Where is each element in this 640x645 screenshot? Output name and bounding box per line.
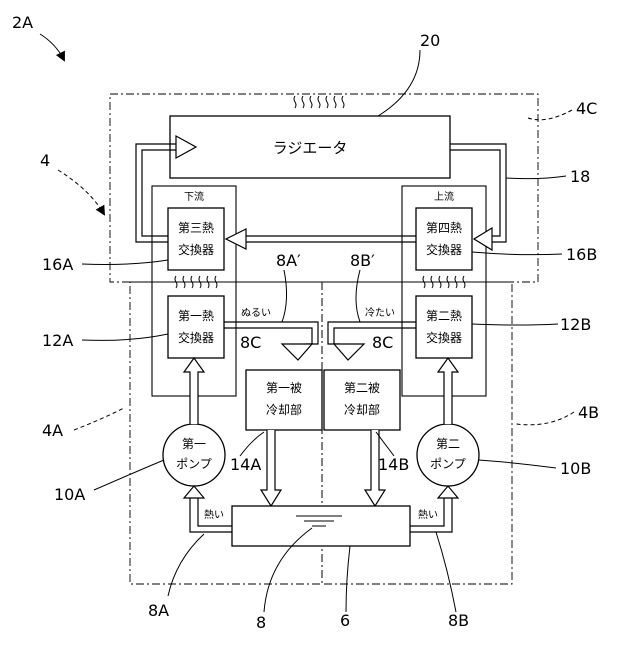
hx3-line2: 交換器: [178, 242, 214, 257]
ref-18: 18: [570, 167, 590, 186]
hx4-line1: 第四熱: [426, 221, 462, 235]
leader-20: [378, 50, 420, 116]
object1-line1: 第一被: [266, 381, 302, 395]
leader-18: [506, 176, 566, 179]
object1-line2: 冷却部: [266, 402, 302, 417]
ref-10A: 10A: [54, 485, 85, 504]
pump1-line2: ポンプ: [176, 457, 212, 471]
leader-4B: [516, 412, 574, 425]
arrow-pump2-to-hx2: [438, 358, 458, 424]
hx2-line2: 交換器: [426, 330, 462, 345]
hot-right-label: 熱い: [418, 508, 438, 521]
pump2-circle: [417, 424, 479, 486]
ref-8C-right: 8C: [372, 333, 393, 352]
ref-4C: 4C: [576, 99, 597, 118]
upstream-label: 上流: [434, 190, 454, 203]
leader-8A: [168, 534, 204, 596]
ref-8B: 8B: [448, 611, 469, 630]
hx2-box: [416, 296, 472, 358]
pump1-line1: 第一: [182, 437, 206, 451]
ref-6: 6: [340, 611, 350, 630]
ref-12A: 12A: [42, 331, 73, 350]
hot-left-label: 熱い: [204, 508, 224, 521]
hx4-line2: 交換器: [426, 242, 462, 257]
leader-16A: [82, 260, 168, 265]
leader-10B: [478, 460, 556, 468]
ref-8: 8: [256, 613, 266, 632]
arrow-8C-left: [282, 344, 312, 360]
hx3-box: [168, 208, 224, 270]
ref-10B: 10B: [560, 459, 591, 478]
leader-4C: [528, 110, 572, 120]
leader-12B: [472, 324, 558, 325]
ref-14A: 14A: [230, 455, 261, 474]
ref-8B-prime: 8B′: [350, 251, 375, 270]
line-8A-prime-inner: [224, 328, 312, 344]
ref-8A: 8A: [148, 601, 169, 620]
arrow-8C-right: [334, 344, 364, 360]
object1-box: [246, 370, 322, 430]
leader-8B-prime: [356, 270, 360, 322]
radiator-label: ラジエータ: [273, 139, 348, 157]
leader-8A-prime: [282, 270, 287, 322]
leader-6: [346, 546, 350, 612]
ref-4B: 4B: [578, 403, 599, 422]
ref-8C-left: 8C: [240, 333, 261, 352]
radiator-heat-marks: [294, 96, 344, 108]
object2-line2: 冷却部: [344, 402, 380, 417]
ref-12B: 12B: [560, 315, 591, 334]
pump2-line2: ポンプ: [430, 457, 466, 471]
leader-12A: [82, 334, 168, 340]
hx3-line1: 第三熱: [178, 221, 214, 235]
ref-20: 20: [420, 31, 440, 50]
leader-14A: [240, 432, 264, 456]
hx1-line2: 交換器: [178, 330, 214, 345]
downstream-label: 下流: [184, 190, 204, 203]
pump-inlet-arrowheads: [184, 486, 458, 498]
ref-8A-prime: 8A′: [276, 251, 301, 270]
line-8A-prime: [224, 322, 318, 344]
leader-4: [58, 170, 104, 214]
ref-2A: 2A: [12, 13, 33, 32]
cold-label: 冷たい: [365, 306, 395, 319]
ref-14B: 14B: [378, 455, 409, 474]
pump1-circle: [163, 424, 225, 486]
hx1-line1: 第一熱: [178, 309, 214, 323]
ref-4: 4: [40, 151, 50, 170]
arrow-14A: [261, 430, 281, 506]
leader-2A: [40, 34, 64, 60]
leader-4A: [74, 408, 124, 430]
object2-box: [324, 370, 400, 430]
ref-4A: 4A: [42, 421, 63, 440]
hx2-line1: 第二熱: [426, 309, 462, 323]
leader-8B: [436, 532, 456, 612]
leader-10A: [94, 460, 164, 490]
lukewarm-label: ぬるい: [241, 307, 271, 319]
hx4-box: [416, 208, 472, 270]
pump2-line1: 第二: [436, 437, 460, 451]
arrow-pump1-to-hx1: [184, 358, 204, 424]
object2-line1: 第二被: [344, 381, 380, 395]
hx1-box: [168, 296, 224, 358]
ref-16A: 16A: [42, 255, 73, 274]
ref-16B: 16B: [566, 245, 597, 264]
